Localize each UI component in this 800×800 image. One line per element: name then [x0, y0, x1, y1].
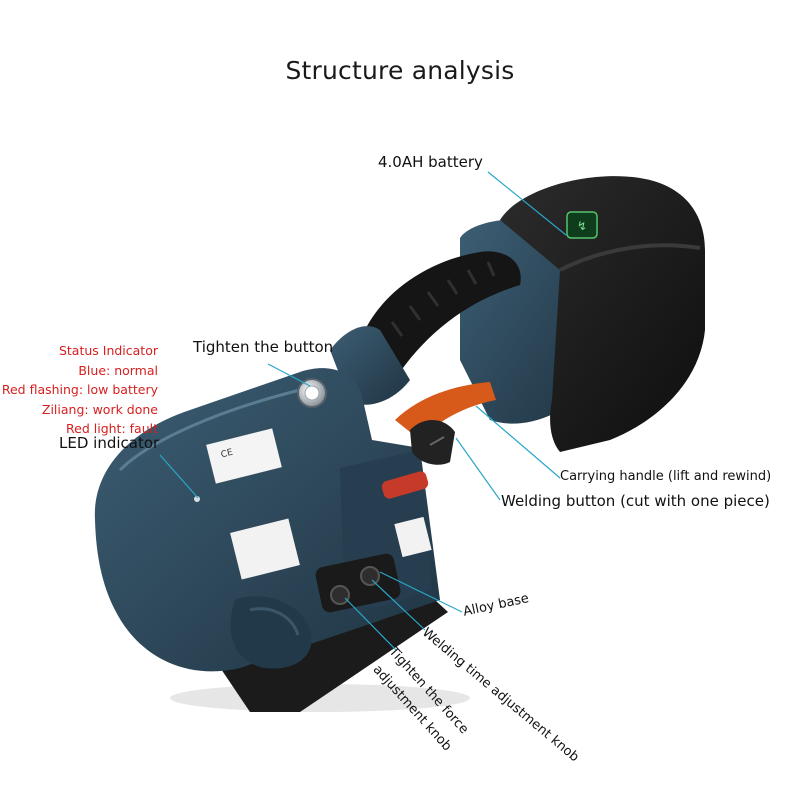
label-carrying-handle: Carrying handle (lift and rewind)	[560, 469, 772, 484]
status-blue: Blue: normal	[78, 362, 158, 378]
status-heading: Status Indicator	[58, 343, 158, 358]
label-led-indicator: LED indicator	[59, 434, 160, 452]
welding-button	[410, 420, 455, 465]
handle-grip	[365, 251, 521, 372]
label-tighten-button: Tighten the button	[193, 338, 334, 356]
alloy-base-plate	[215, 600, 448, 712]
status-red-light: Red light: fault	[66, 421, 158, 436]
leader-lines	[159, 171, 567, 651]
label-welding-button: Welding button (cut with one piece)	[501, 492, 770, 510]
status-red-flash: Red flashing: low battery	[1, 382, 158, 397]
status-indicator-legend: Status Indicator Blue: normal Red flashi…	[2, 341, 158, 439]
wheel-cover	[230, 596, 312, 669]
brand-badge	[381, 471, 429, 499]
battery-ridge	[559, 243, 701, 272]
page-title: Structure analysis	[285, 56, 515, 85]
led-indicator	[194, 496, 200, 502]
svg-text:↯: ↯	[577, 219, 587, 233]
ce-mark-icon: CE	[220, 448, 234, 461]
tighten-force-knob	[330, 585, 350, 605]
status-ziliang: Ziliang: work done	[41, 401, 158, 417]
label-battery: 4.0AH battery	[378, 153, 483, 171]
spec-label	[206, 428, 282, 484]
handle-ridges	[390, 261, 496, 337]
welding-time-knob	[360, 566, 380, 586]
warning-label	[230, 518, 300, 580]
battery-logo-icon	[566, 211, 598, 239]
housing-highlight	[118, 388, 301, 472]
